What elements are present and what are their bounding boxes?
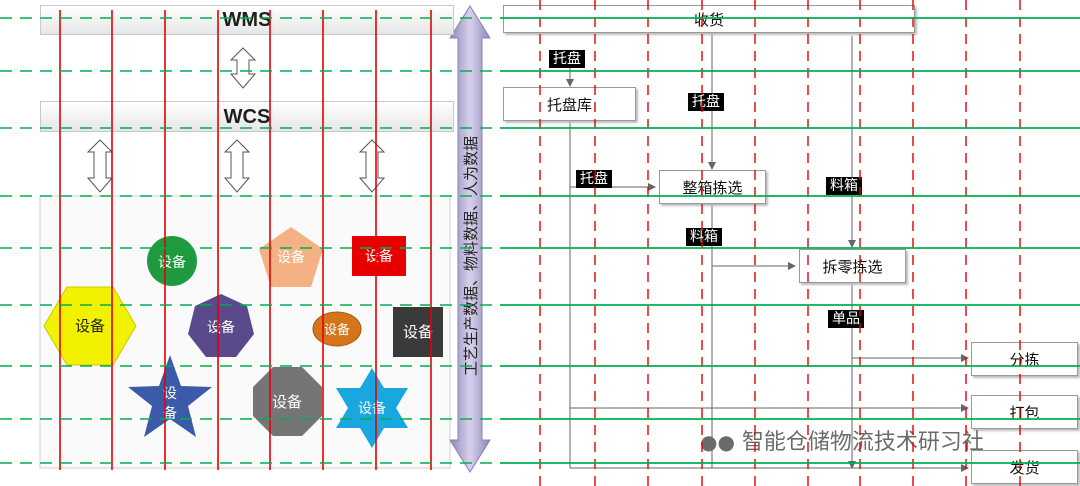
device-label: 设备 [403,323,433,341]
device-orange-oval: 设备 [312,311,362,347]
full-case-picking-box: 整箱拣选 [659,170,766,204]
wechat-icon: ●● [700,430,735,454]
device-label-line2: 备 [163,405,177,422]
split-picking-box: 拆零拣选 [799,249,906,283]
device-label: 设备 [358,400,386,417]
sorting-box: 分拣 [971,342,1078,376]
device-label: 设备 [277,249,305,266]
device-label: 设备 [207,319,235,336]
wms-wcs-double-arrow-icon [229,47,257,89]
device-orange-pentagon: 设备 [259,227,323,287]
device-yellow-hexagon: 设备 [43,286,137,366]
device-red-square: 设备 [352,236,406,276]
watermark: ●● 智能仓储物流技术研习社 [700,424,984,456]
device-label: 设备 [365,248,393,265]
device-purple-heptagon: 设备 [188,294,254,357]
tag-pallet: 托盘 [688,93,724,111]
tag-tote: 料箱 [826,177,862,195]
wms-label: WMS [222,9,272,31]
device-label: 设 [163,386,177,402]
tag-pallet: 托盘 [576,170,612,188]
wms-bar: WMS [40,5,454,35]
packing-label: 打包 [1009,403,1040,422]
tag-pallet: 托盘 [549,50,585,68]
sorting-label: 分拣 [1009,350,1040,369]
receiving-box: 收货 [503,5,915,33]
shipping-box: 发货 [971,450,1078,484]
pallet-store-label: 托盘库 [546,95,592,114]
wcs-device-double-arrow-icon [358,139,386,193]
wcs-device-double-arrow-icon [86,139,114,193]
device-label: 设备 [75,317,105,335]
full-case-picking-label: 整箱拣选 [682,178,743,197]
wcs-label: WCS [223,106,271,128]
tag-single-item: 单品 [828,310,864,328]
tag-tote: 料箱 [686,228,722,246]
device-label: 设备 [272,393,302,411]
data-flow-double-arrow-icon [449,5,491,473]
device-label: 设备 [324,322,350,338]
split-picking-label: 拆零拣选 [822,257,883,276]
device-dark-square: 设备 [393,307,443,357]
wcs-bar: WCS [40,101,454,132]
wcs-device-double-arrow-icon [223,139,251,193]
pallet-store-box: 托盘库 [503,87,636,121]
device-cyan-star: 设备 [336,368,408,448]
watermark-text: 智能仓储物流技术研习社 [741,430,984,455]
packing-box: 打包 [971,395,1078,429]
device-blue-star: 设 备 [128,355,212,437]
